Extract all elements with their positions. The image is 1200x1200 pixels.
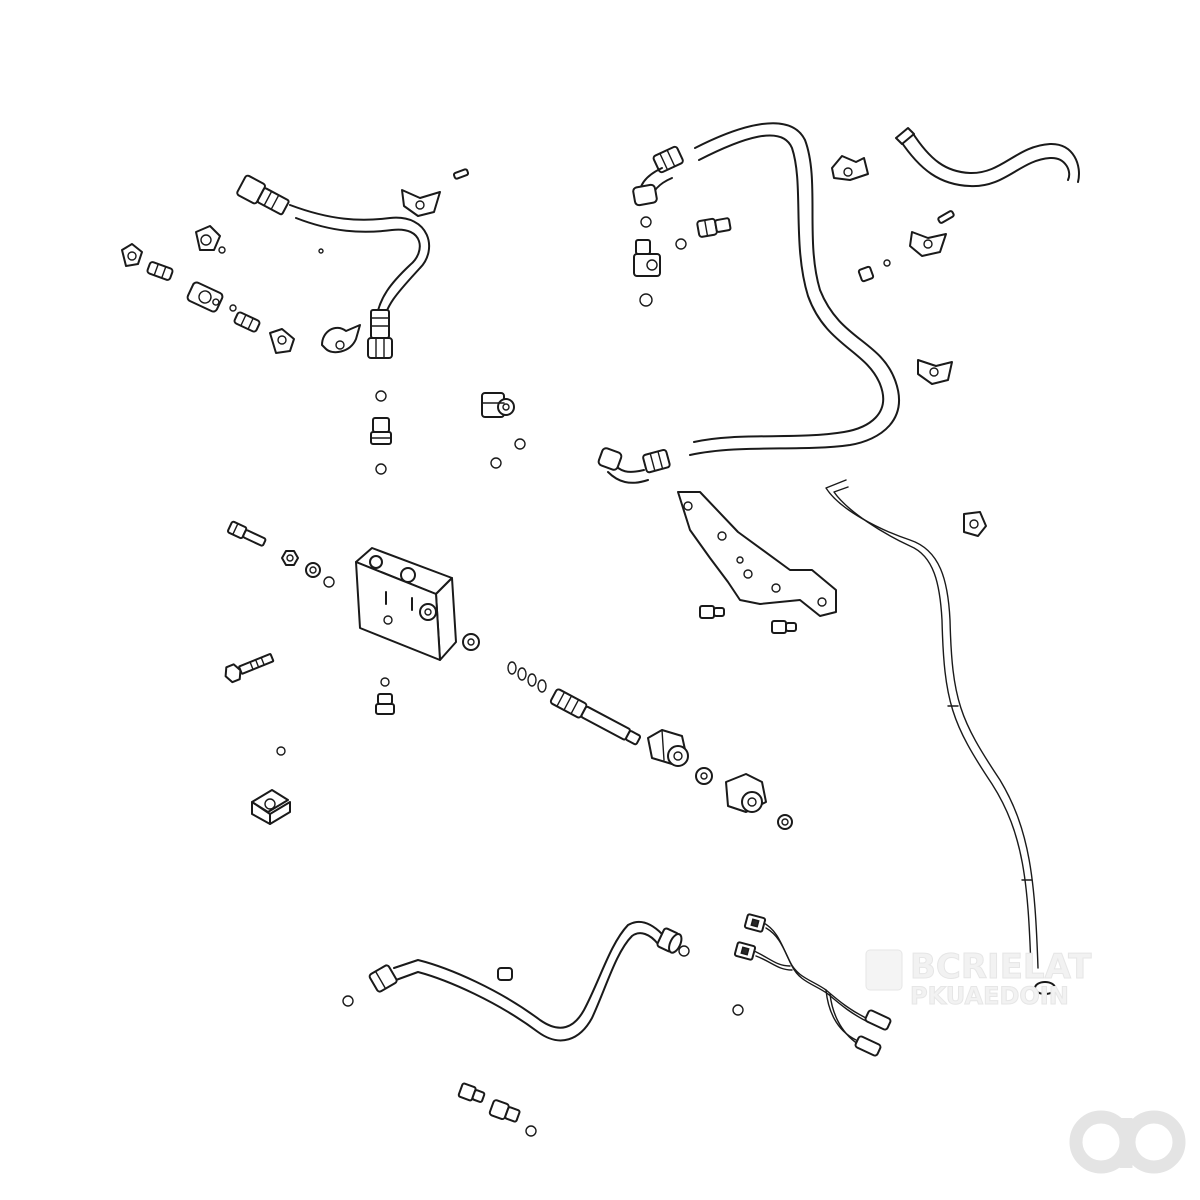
adapter-fitting-1: [370, 417, 392, 445]
o-ring-6: [490, 457, 502, 469]
washer-3: [777, 814, 793, 830]
o-ring-7: [640, 216, 652, 228]
tee-fitting: [186, 281, 224, 313]
clamp-p-2: [321, 324, 361, 354]
washer-2: [695, 767, 713, 785]
hose-assembly-upper-right: [597, 122, 900, 484]
o-ring-11: [380, 677, 390, 687]
washer-small-2: [883, 259, 891, 267]
straight-fitting-bottom-1: [457, 1082, 486, 1103]
bolt-bracket-1: [699, 605, 725, 619]
clamp-p-1: [401, 189, 441, 217]
logo-mark: [1069, 1110, 1186, 1174]
o-ring-tube-end: [1034, 981, 1056, 995]
bolt-long: [224, 653, 275, 684]
nut-1: [281, 550, 299, 566]
bolt-bracket-2: [771, 620, 797, 634]
o-ring-14: [678, 945, 690, 957]
o-ring-2: [229, 304, 237, 312]
mounting-bracket: [677, 491, 837, 617]
elbow-fitting-right: [633, 239, 661, 277]
plug-small: [497, 967, 513, 981]
watermark: BCRIELAT PKUAEDOIN: [865, 947, 1093, 1011]
spool-valve-cartridge: [462, 633, 793, 830]
rigid-tube-long: [825, 479, 1056, 995]
rigid-tube-lower: [342, 921, 690, 1042]
clamp-p-5: [917, 359, 953, 385]
clamp-small-2: [269, 328, 295, 354]
o-ring-9: [639, 293, 653, 307]
nut-small-right: [857, 265, 875, 283]
elbow-fitting-3: [251, 789, 291, 825]
nipple-fitting-1: [146, 261, 174, 281]
fittings-valve-left: [224, 520, 395, 825]
o-ring-15: [525, 1125, 537, 1137]
o-ring-1: [218, 246, 226, 254]
washer-small: [318, 248, 324, 254]
fittings-upper-left: [121, 168, 470, 354]
wire-harness: [733, 913, 892, 1057]
clamp-p-3: [831, 155, 869, 181]
pressure-plug: [226, 520, 267, 547]
hose-assembly-upper-left: [236, 174, 431, 359]
o-ring-8: [675, 238, 687, 250]
clamp-small-1: [121, 243, 143, 267]
washer-1: [305, 562, 321, 578]
watermark-line-1: BCRIELAT: [910, 947, 1092, 987]
coil-cap: [725, 773, 767, 813]
o-ring-16: [732, 1004, 744, 1016]
nipple-fitting-2: [233, 311, 261, 333]
watermark-emblem: [865, 949, 903, 991]
fittings-center: [370, 390, 526, 475]
clamp-p-6: [963, 511, 987, 537]
elbow-fitting-2: [481, 392, 515, 418]
o-ring-3: [375, 390, 387, 402]
straight-fitting-bottom-2: [488, 1099, 521, 1123]
clamp-p-4: [909, 231, 947, 257]
seal-washer: [462, 633, 480, 651]
o-ring-4: [375, 463, 387, 475]
o-ring-13: [342, 995, 354, 1007]
straight-fitting-right-1: [696, 217, 732, 238]
valve-block: [355, 547, 457, 661]
fittings-bottom: [457, 1004, 744, 1137]
o-ring-10: [323, 576, 335, 588]
o-ring-12: [276, 746, 286, 756]
elbow-fitting-1: [195, 225, 221, 251]
screw-small-top: [452, 168, 470, 180]
watermark-line-2: PKUAEDOIN: [910, 982, 1069, 1010]
solenoid-nut: [647, 729, 689, 767]
fittings-upper-right: [633, 155, 955, 385]
o-ring-5: [514, 438, 526, 450]
curved-hose-right: [895, 127, 1080, 188]
plug-fitting-bottom: [375, 693, 395, 715]
screw-small-right: [937, 210, 955, 224]
